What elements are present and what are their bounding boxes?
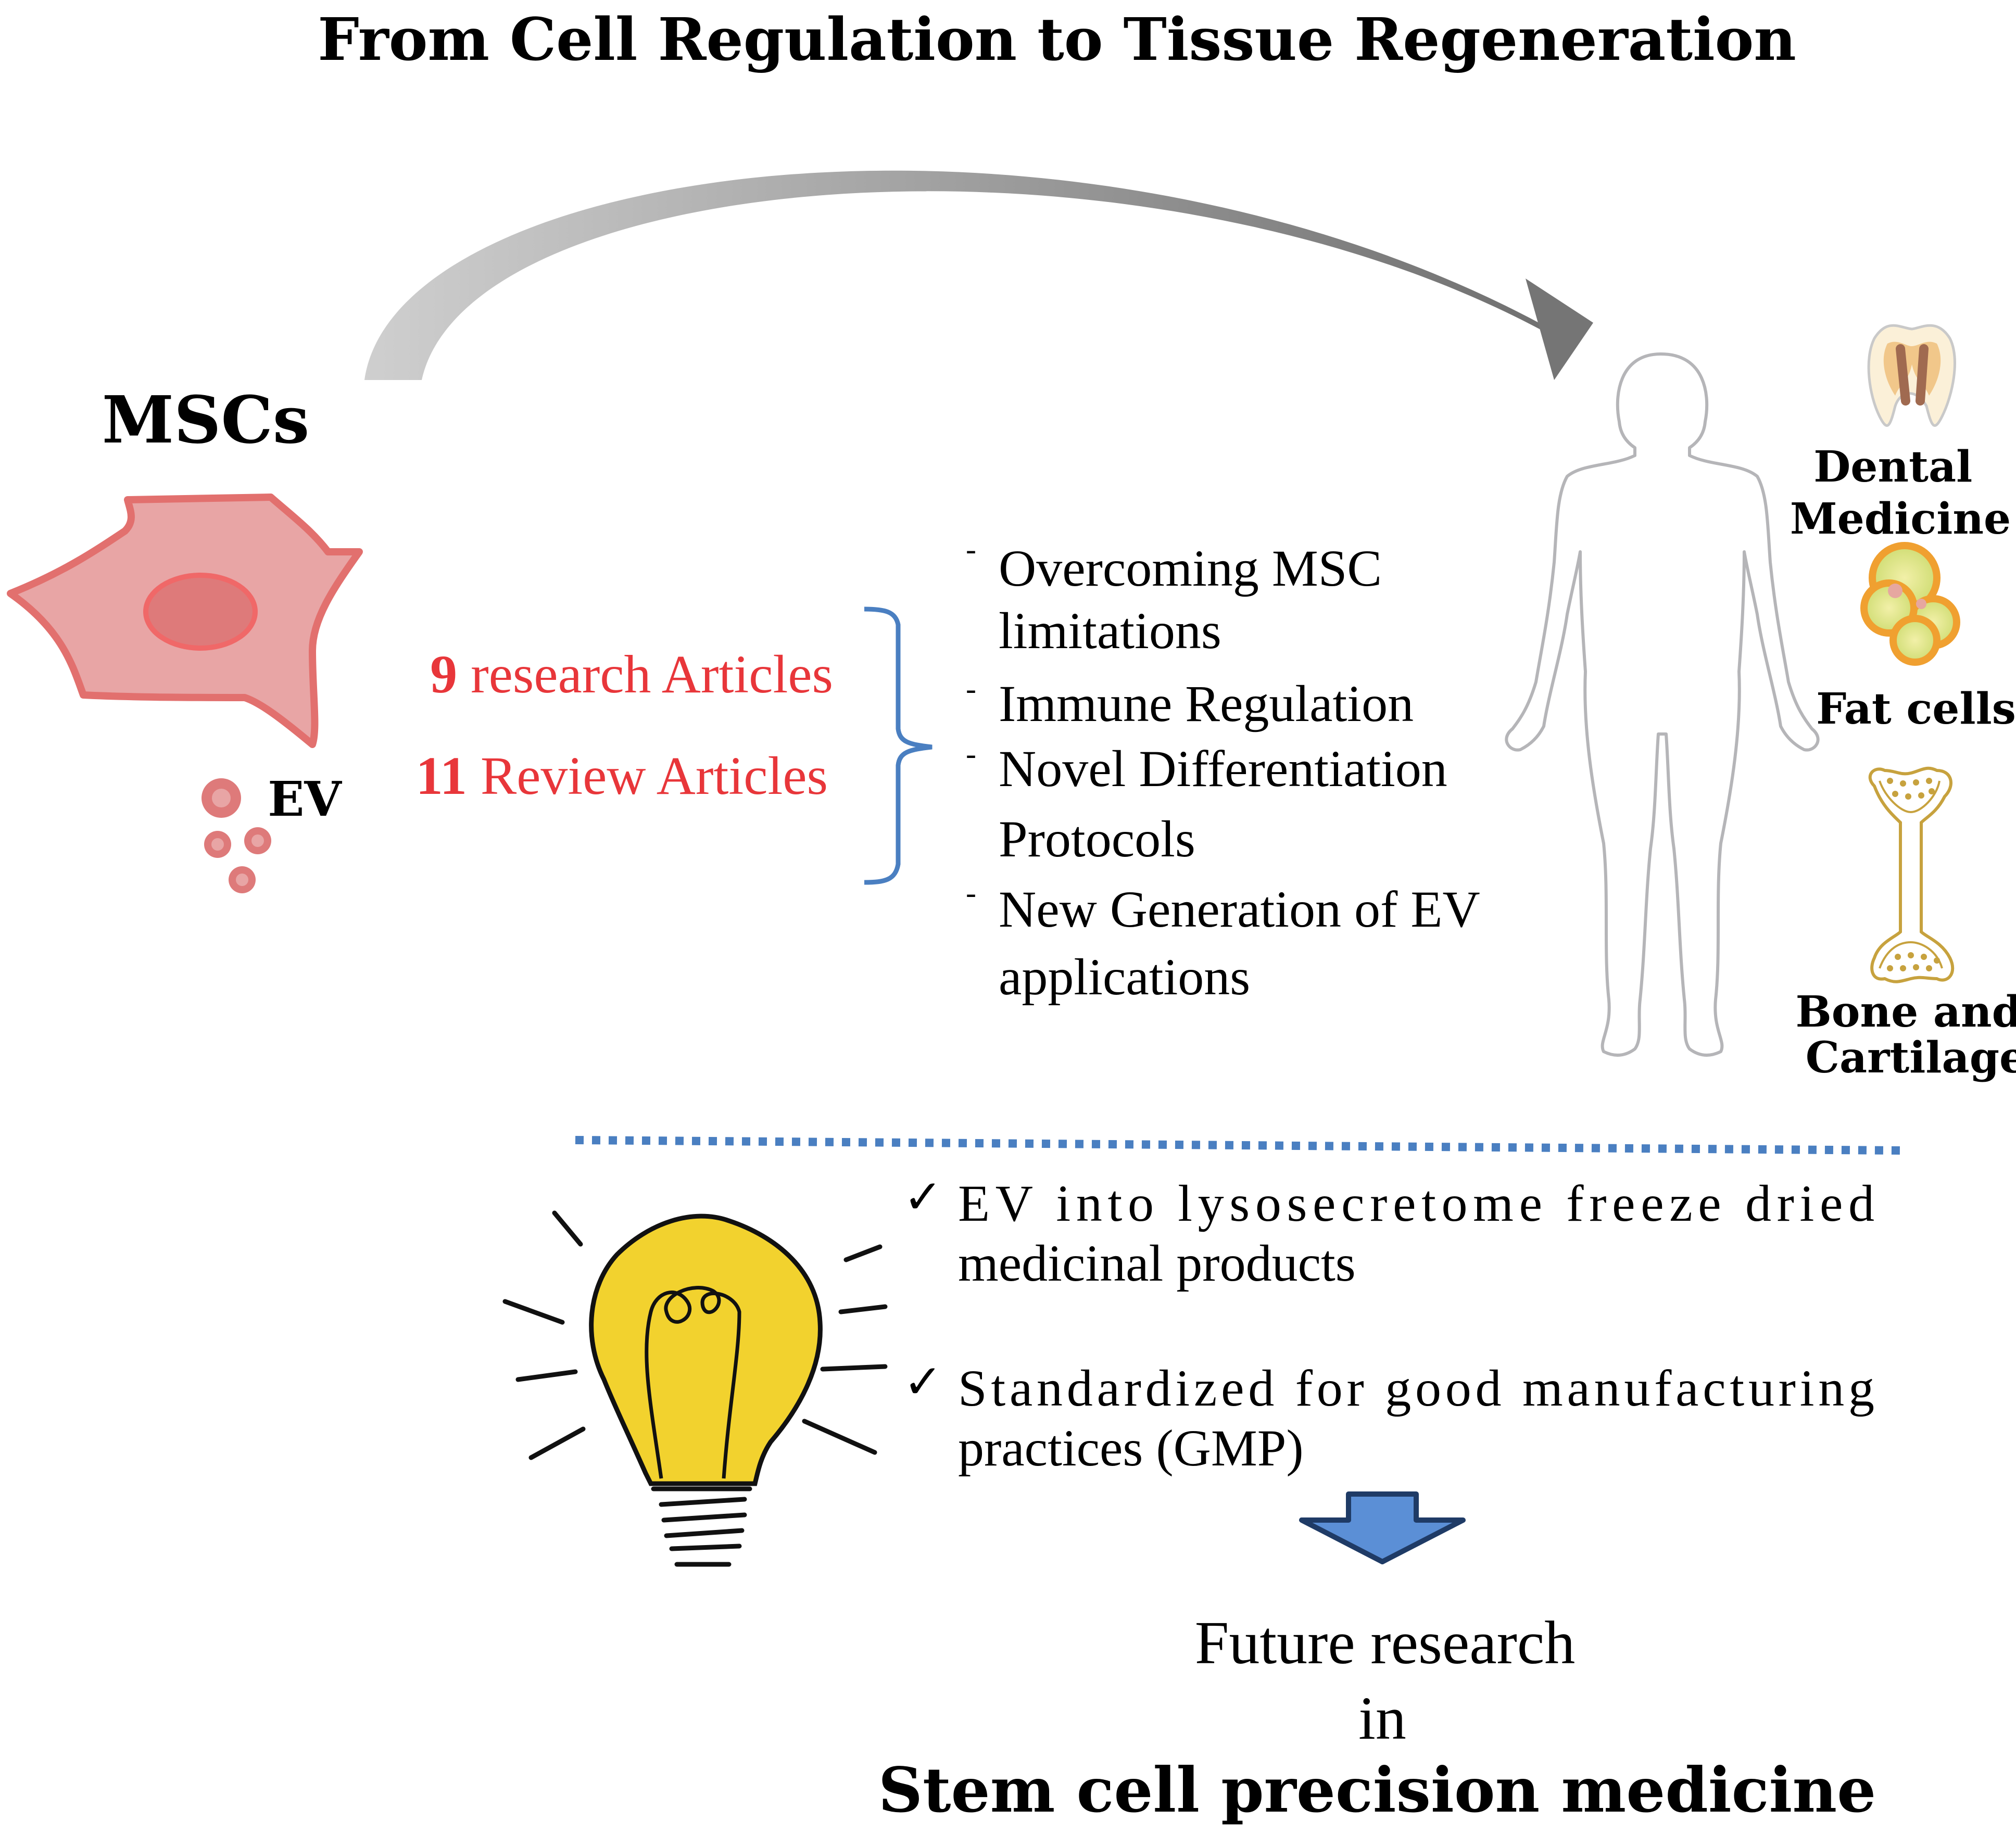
topics-list: - Overcoming MSC limitations - Immune Re…	[966, 532, 1480, 1006]
svg-text:-: -	[966, 876, 976, 910]
svg-text:Future research: Future research	[1195, 1609, 1576, 1677]
tissue-label-bone: Bone and Cartilage	[1796, 987, 2016, 1083]
bone-icon	[1868, 766, 1955, 983]
svg-text:-: -	[966, 672, 976, 706]
svg-text:New Generation of EV: New Generation of EV	[999, 880, 1480, 938]
checkmark-icon: ✓	[903, 1357, 942, 1408]
diagram-title: From Cell Regulation to Tissue Regenerat…	[318, 6, 1796, 74]
checklist-item: ✓ EV into lysosecretome freeze dried med…	[903, 1172, 1874, 1292]
svg-text:-: -	[966, 737, 976, 771]
svg-text:in: in	[1358, 1684, 1406, 1752]
fat-cells-icon	[1860, 542, 1960, 666]
msc-cell-icon	[7, 494, 363, 748]
svg-text:EV into lysosecretome freeze d: EV into lysosecretome freeze dried	[958, 1174, 1874, 1232]
research-articles-line: 9 research Articles	[430, 644, 833, 704]
lightbulb-icon	[502, 1210, 888, 1567]
human-body-icon	[1505, 352, 1820, 1057]
curved-arrow-icon	[364, 170, 1593, 380]
topic-item: - Novel Differentiation Protocols	[966, 737, 1447, 868]
topic-item: - Immune Regulation	[966, 672, 1414, 732]
dotted-divider	[575, 1136, 1901, 1155]
topic-item: - Overcoming MSC limitations	[966, 532, 1382, 660]
svg-text:Immune Regulation: Immune Regulation	[999, 675, 1414, 732]
svg-text:medicinal products: medicinal products	[958, 1234, 1356, 1292]
svg-text:-: -	[966, 532, 976, 566]
ev-label: EV	[268, 771, 342, 827]
ev-vesicles-icon	[201, 778, 271, 893]
svg-text:Protocols: Protocols	[999, 810, 1195, 868]
topic-item: - New Generation of EV applications	[966, 876, 1480, 1006]
svg-text:Novel Differentiation: Novel Differentiation	[999, 740, 1447, 798]
checklist-item: ✓ Standardized for good manufacturing pr…	[903, 1357, 1874, 1477]
svg-text:practices (GMP): practices (GMP)	[958, 1419, 1304, 1477]
nucleus-icon	[143, 573, 258, 651]
future-research: Future research in Stem cell precision m…	[878, 1609, 1876, 1826]
msc-label: MSCs	[102, 382, 310, 458]
article-counts: 9 research Articles 11 Review Articles	[416, 644, 833, 806]
svg-text:applications: applications	[999, 948, 1250, 1006]
tooth-icon	[1867, 324, 1956, 427]
svg-text:limitations: limitations	[999, 602, 1221, 660]
svg-text:Overcoming MSC: Overcoming MSC	[999, 539, 1382, 597]
curly-bracket	[864, 606, 933, 885]
review-articles-line: 11 Review Articles	[416, 746, 828, 806]
svg-text:Standardized for good manufact: Standardized for good manufacturing	[958, 1359, 1874, 1417]
svg-text:Stem cell precision medicine: Stem cell precision medicine	[878, 1754, 1876, 1826]
checkmark-icon: ✓	[903, 1172, 942, 1223]
checklist: ✓ EV into lysosecretome freeze dried med…	[903, 1172, 1874, 1477]
tissue-label-dental: Dental Medicine	[1790, 442, 2011, 544]
tissue-label-fat: Fat cells	[1816, 684, 2016, 734]
down-arrow-icon	[1299, 1491, 1466, 1564]
